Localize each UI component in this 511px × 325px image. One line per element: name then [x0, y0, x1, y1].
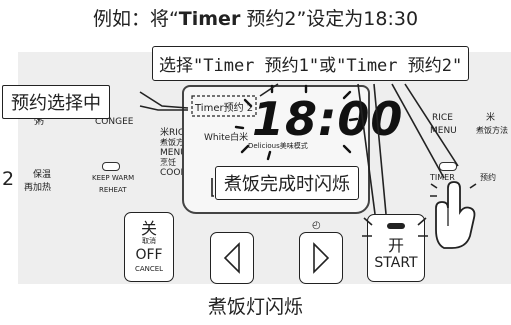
- callout-timer-selecting: 预约选择中: [2, 85, 110, 119]
- zhou-label: 粥: [34, 116, 44, 127]
- decrease-button[interactable]: [210, 232, 254, 284]
- congee-label: CONGEE: [95, 117, 134, 127]
- pointing-hand-icon: [435, 181, 476, 249]
- callout-blink-done: 煮饭完成时闪烁: [215, 166, 359, 200]
- rice-label: RICE: [432, 113, 453, 123]
- yuyue-label: 预约: [480, 173, 496, 182]
- start-indicator: [387, 223, 405, 229]
- timer-indicator: Timer预约 2: [195, 103, 254, 114]
- zhufan-label: 煮饭方法: [476, 126, 508, 135]
- step-number: 2: [2, 168, 15, 190]
- timer-label: TIMER: [430, 173, 455, 182]
- white-rice-indicator: White白米: [204, 133, 249, 143]
- increase-button[interactable]: [299, 232, 343, 284]
- baowen-label-1: 保温: [33, 170, 52, 180]
- start-button[interactable]: 开 START: [367, 214, 425, 282]
- rice-menu-labels: 米RICE 煮饭方法 MENU 烹饪 COOK: [160, 128, 192, 178]
- timer-button[interactable]: [439, 162, 457, 171]
- reheat-label: REHEAT: [99, 186, 127, 194]
- clock-icon: ◴: [312, 220, 321, 231]
- bottom-caption: 煮饭灯闪烁: [207, 296, 303, 318]
- keep-warm-button[interactable]: [102, 162, 120, 171]
- keep-warm-label: KEEP WARM: [92, 174, 135, 182]
- triangle-right-icon: [313, 242, 330, 274]
- off-cancel-button[interactable]: 关 取消 OFF CANCEL: [124, 212, 174, 282]
- mi-label: 米: [486, 113, 496, 123]
- callout-select-timer: 选择"Timer 预约1"或"Timer 预约2": [152, 46, 470, 81]
- baowen-label-2: 再加热: [24, 183, 52, 193]
- triangle-left-icon: [223, 242, 240, 274]
- page-title: 例如：将“Timer 预约2”设定为18:30: [92, 8, 419, 30]
- delicious-indicator: Delicious美味模式: [248, 142, 308, 150]
- menu-label: MENU: [430, 126, 457, 136]
